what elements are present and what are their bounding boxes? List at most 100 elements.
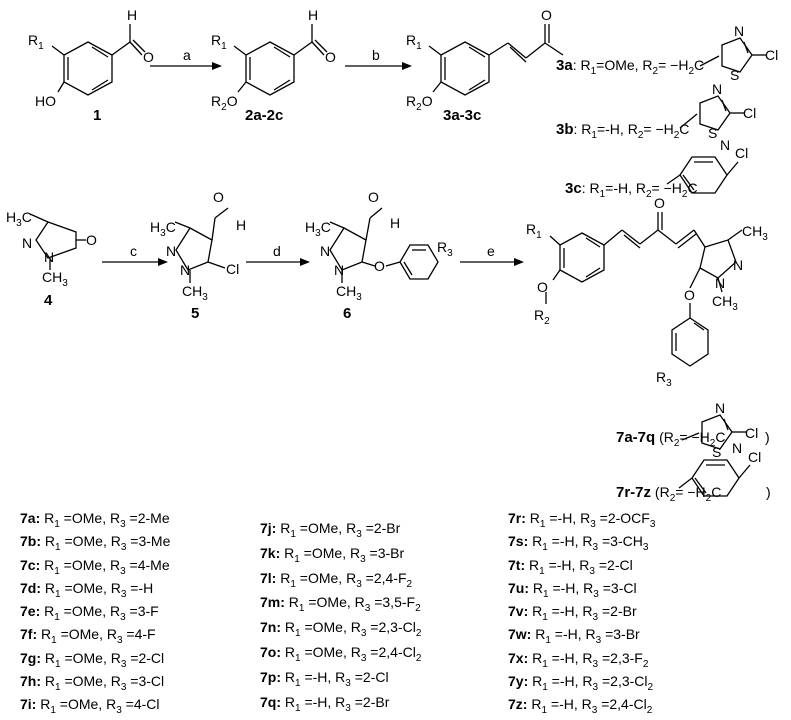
compound-entry-7o: 7o: R1 =OMe, R3 =2,4-Cl2 xyxy=(260,643,422,664)
svg-text:Cl: Cl xyxy=(226,261,239,277)
svg-text:O: O xyxy=(368,189,379,205)
compound-entry-7j: 7j: R1 =OMe, R3 =2-Br xyxy=(260,520,401,540)
svg-text:R2O: R2O xyxy=(406,93,433,113)
compound-entry-7e: 7e: R1 =OMe, R3 =3-F xyxy=(20,603,159,623)
svg-text:Cl: Cl xyxy=(743,105,756,121)
compound-1-structure xyxy=(51,24,146,96)
svg-text:R2: R2 xyxy=(534,307,550,327)
compound-entry-7r: 7r: R1 =-H, R3 =2-OCF3 xyxy=(508,510,656,530)
svg-text:H: H xyxy=(390,215,400,231)
svg-text:R3: R3 xyxy=(656,369,672,389)
step-e-label: e xyxy=(487,243,495,259)
svg-text:N: N xyxy=(733,257,743,273)
svg-text:O: O xyxy=(86,232,97,248)
svg-text:S: S xyxy=(730,67,739,83)
compound-entry-7m: 7m: R1 =OMe, R3 =3,5-F2 xyxy=(260,594,421,615)
pyridine-7r-7z xyxy=(678,459,751,497)
svg-text:N: N xyxy=(166,243,176,259)
compound-entry-7p: 7p: R1 =-H, R3 =2-Cl xyxy=(260,668,389,689)
svg-text:R2O: R2O xyxy=(211,93,238,113)
label-compound-2: 2a-2c xyxy=(245,107,283,124)
svg-text:Cl: Cl xyxy=(765,47,778,63)
svg-text:O: O xyxy=(541,7,552,23)
compound-entry-7y: 7y: R1 =-H, R3 =2,3-Cl2 xyxy=(508,673,654,693)
step-c-label: c xyxy=(130,243,137,259)
compound-entry-7h: 7h: R1 =OMe, R3 =3-Cl xyxy=(20,673,165,693)
svg-text:H: H xyxy=(236,217,246,233)
svg-text:N: N xyxy=(715,275,725,291)
svg-text:H: H xyxy=(308,7,318,23)
svg-text:N: N xyxy=(715,400,725,416)
compound-entry-7c: 7c: R1 =OMe, R3 =4-Me xyxy=(20,556,170,577)
compound-7-structure xyxy=(545,212,743,367)
svg-text:H: H xyxy=(127,7,137,23)
compound-list-col1: 7a: R1 =OMe, R3 =2-Me 7b: R1 =OMe, R3 =3-… xyxy=(20,510,170,720)
svg-text:CH3: CH3 xyxy=(742,223,768,243)
label-compound-3: 3a-3c xyxy=(443,107,481,124)
label-compound-4: 4 xyxy=(44,292,53,309)
svg-text:N: N xyxy=(320,243,330,259)
compound-6-structure xyxy=(329,207,439,283)
compound-entry-7t: 7t: R1 =-H, R3 =2-Cl xyxy=(508,556,633,577)
svg-text:H3C: H3C xyxy=(6,209,32,229)
svg-text:O: O xyxy=(213,189,224,205)
compound-entry-7b: 7b: R1 =OMe, R3 =3-Me xyxy=(20,533,171,554)
compound-entry-7k: 7k: R1 =OMe, R3 =3-Br xyxy=(260,544,405,565)
compound-entry-7s: 7s: R1 =-H, R3 =3-CH3 xyxy=(508,533,649,554)
svg-text:O: O xyxy=(537,279,548,295)
svg-text:R1: R1 xyxy=(406,32,422,52)
svg-text:Cl: Cl xyxy=(748,449,761,465)
svg-text:CH3: CH3 xyxy=(182,283,208,303)
thiazole-7a-7q xyxy=(681,414,746,450)
svg-text:O: O xyxy=(325,49,336,65)
svg-text:N: N xyxy=(44,249,54,265)
compound-3-structure xyxy=(428,24,564,96)
svg-text:S: S xyxy=(712,444,721,460)
label-compound-6: 6 xyxy=(343,305,351,322)
thiazole-3b xyxy=(679,95,744,131)
compound-4-structure xyxy=(29,213,86,270)
compound-entry-7q: 7q: R1 =-H, R3 =2-Br xyxy=(260,693,390,714)
compound-entry-7u: 7u: R1 =-H, R3 =3-Cl xyxy=(508,579,637,600)
svg-text:CH3: CH3 xyxy=(42,269,68,289)
svg-text:HO: HO xyxy=(35,93,56,109)
svg-text:O: O xyxy=(684,287,695,303)
label-3b: 3b: R1=-H, R2= −H2C xyxy=(556,121,689,141)
compound-entry-7v: 7v: R1 =-H, R3 =2-Br xyxy=(508,603,637,623)
svg-text:R3: R3 xyxy=(437,239,453,259)
svg-text:O: O xyxy=(143,49,154,65)
svg-text:N: N xyxy=(22,235,32,251)
compound-entry-7i: 7i: R1 =OMe, R3 =4-Cl xyxy=(20,696,160,717)
svg-text:N: N xyxy=(732,440,742,456)
compound-entry-7z: 7z: R1 =-H, R3 =2,4-Cl2 xyxy=(508,696,653,717)
svg-text:R1: R1 xyxy=(28,32,44,52)
compound-list-col2: 7j: R1 =OMe, R3 =2-Br 7k: R1 =OMe, R3 =3-… xyxy=(260,519,421,717)
svg-text:N: N xyxy=(334,262,344,278)
compound-5-structure xyxy=(174,207,229,283)
svg-text:O: O xyxy=(654,195,665,211)
svg-text:Cl: Cl xyxy=(745,425,758,441)
compound-2-structure xyxy=(233,24,328,96)
step-b-label: b xyxy=(372,47,380,63)
label-3c: 3c: R1=-H, R2= −H2C xyxy=(565,180,698,200)
svg-text:): ) xyxy=(765,429,770,445)
label-compound-1: 1 xyxy=(93,107,101,124)
thiazole-3a xyxy=(699,37,766,73)
step-d-label: d xyxy=(273,243,281,259)
label-3a: 3a: R1=OMe, R2= −H2C xyxy=(556,57,704,77)
svg-text:Cl: Cl xyxy=(735,145,748,161)
svg-text:S: S xyxy=(708,125,717,141)
svg-text:R1: R1 xyxy=(526,221,542,241)
svg-text:N: N xyxy=(712,81,722,97)
compound-entry-7g: 7g: R1 =OMe, R3 =2-Cl xyxy=(20,649,165,670)
svg-text:N: N xyxy=(734,23,744,39)
compound-entry-7n: 7n: R1 =OMe, R3 =2,3-Cl2 xyxy=(260,619,422,639)
compound-entry-7a: 7a: R1 =OMe, R3 =2-Me xyxy=(20,510,170,530)
compound-entry-7x: 7x: R1 =-H, R3 =2,3-F2 xyxy=(508,649,649,670)
svg-text:R1: R1 xyxy=(211,32,227,52)
svg-text:): ) xyxy=(766,484,771,500)
svg-text:CH3: CH3 xyxy=(336,283,362,303)
svg-text:N: N xyxy=(180,262,190,278)
reaction-scheme: H O R1 HO a H O R1 R2O b xyxy=(6,7,778,504)
label-7r-7z: 7r-7z (R2= −H2C xyxy=(616,484,721,504)
